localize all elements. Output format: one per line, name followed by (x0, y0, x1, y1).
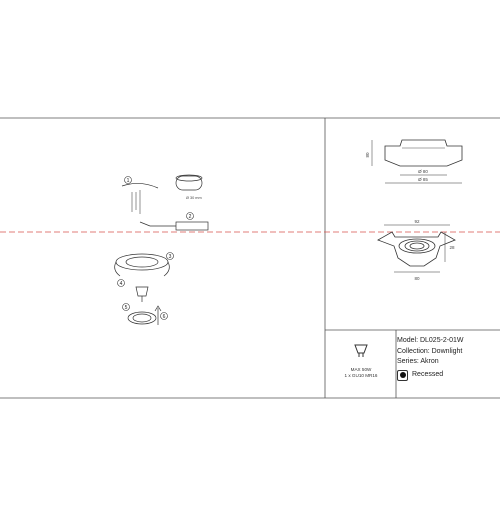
series-text: Series: Akron (397, 358, 439, 365)
plan-top-dimension: 92 (414, 219, 420, 224)
step-6-label: 6 (163, 314, 166, 320)
step-5-label: 5 (125, 305, 128, 311)
recessed-icon (397, 369, 408, 381)
lamp-spec-cell: MAX 50W 1 x GU10 MR16 (326, 330, 396, 396)
step-2-label: 2 (189, 214, 192, 220)
lamp-type: 1 x GU10 MR16 (344, 373, 378, 378)
height-dimension: 80 (365, 152, 370, 158)
plan-side-dimension: 28 (449, 245, 455, 250)
box-dimension: Ø 30 mm (186, 196, 202, 200)
mount-type: Recessed (397, 369, 497, 381)
plan-bottom-dimension: 80 (414, 276, 420, 281)
step-4-label: 4 (120, 281, 123, 287)
bulb-icon (354, 344, 368, 357)
installation-diagram (114, 174, 209, 325)
step-3-label: 3 (169, 254, 172, 260)
width-dimension: Ø 85 (418, 177, 428, 182)
plan-view (377, 224, 456, 273)
product-info: Model: DL025-2-01W Collection: Downlight… (397, 336, 497, 381)
max-power: MAX 50W (350, 367, 372, 372)
collection-text: Collection: Downlight (397, 347, 463, 355)
mount-label: Recessed (412, 370, 444, 378)
model-text: Model: DL025-2-01W (397, 337, 464, 344)
side-section-view (371, 139, 463, 184)
step-1-label: 1 (127, 178, 130, 184)
cutout-dimension: Ø 80 (418, 169, 428, 174)
step-markers: 1 2 3 4 5 6 (117, 176, 194, 320)
